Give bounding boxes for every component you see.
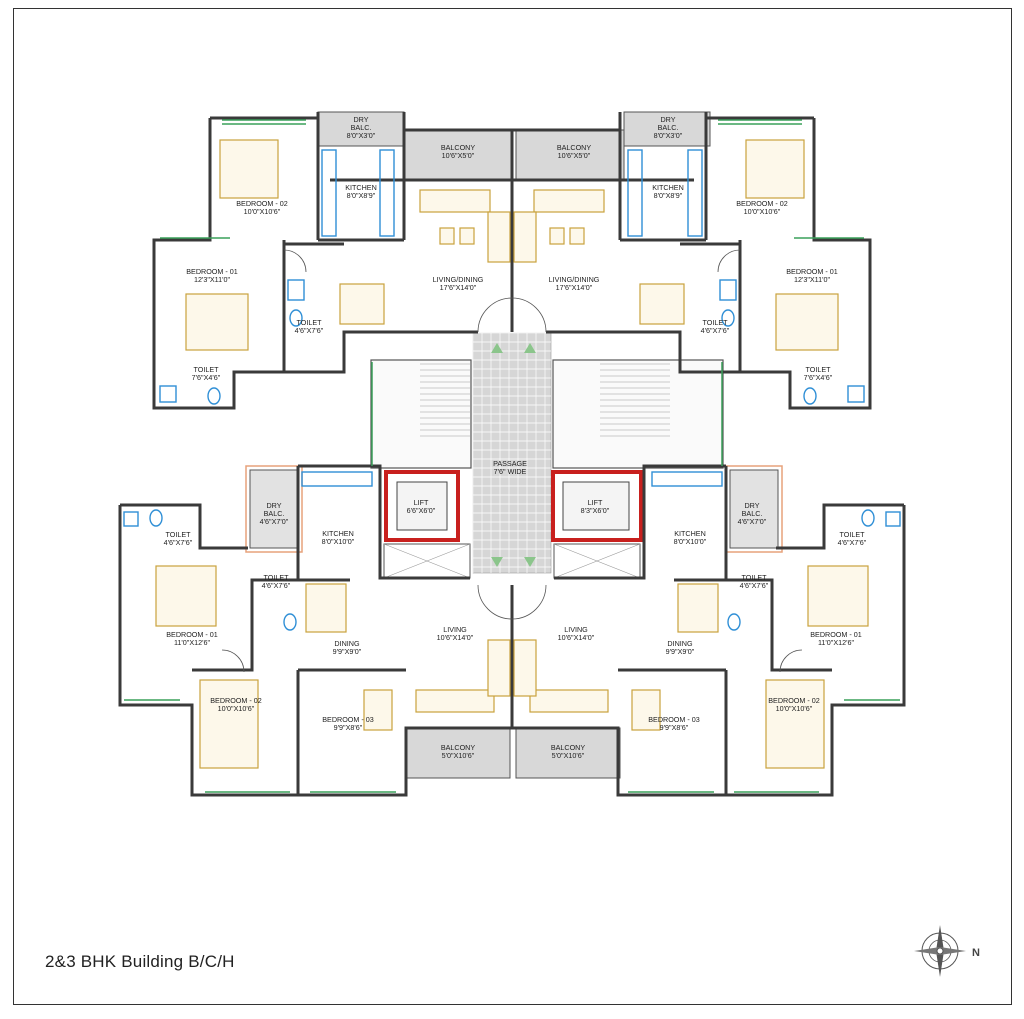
windows — [124, 119, 900, 793]
passage-arrow — [491, 557, 503, 567]
lift-lobby-right — [553, 543, 641, 579]
passage-grid — [472, 332, 551, 573]
passage-arrow — [491, 343, 503, 353]
lift-right-car — [562, 481, 630, 531]
plan-frame — [13, 8, 1012, 1005]
balcony-floor — [515, 129, 625, 181]
passage-arrow — [524, 343, 536, 353]
passage-arrow — [524, 557, 536, 567]
compass-north-label: N — [972, 947, 980, 959]
lift-lobby-left — [383, 543, 471, 579]
lift-left-car — [396, 481, 448, 531]
compass-rose-icon — [914, 925, 966, 977]
walls — [118, 112, 906, 797]
furniture — [155, 139, 869, 769]
duct-outline — [245, 465, 303, 553]
balcony-floor — [623, 111, 711, 147]
staircase-right — [552, 359, 724, 469]
staircase-left — [370, 359, 472, 469]
balcony-floor — [515, 727, 621, 779]
fixtures — [123, 149, 901, 631]
balcony-floor — [729, 469, 779, 549]
door-swings — [221, 249, 803, 673]
balcony-floor — [249, 469, 299, 549]
plan-title: 2&3 BHK Building B/C/H — [45, 952, 235, 971]
